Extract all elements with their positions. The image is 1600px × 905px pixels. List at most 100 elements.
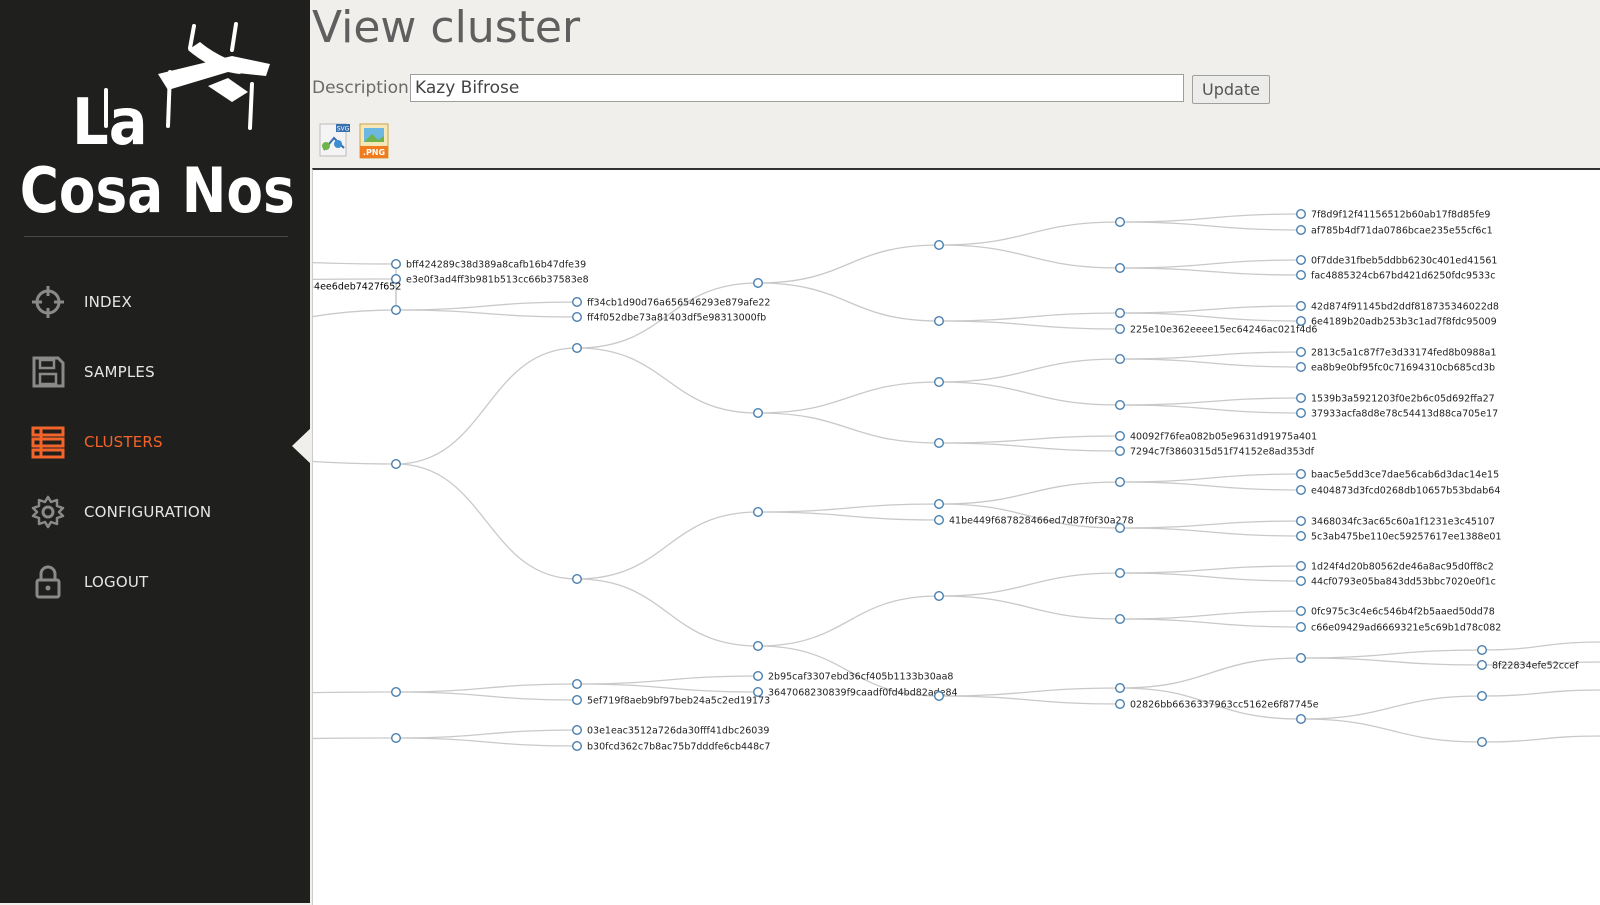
tree-branch-node[interactable] [753, 407, 764, 418]
tree-node-circle[interactable] [934, 499, 945, 510]
tree-node-circle[interactable] [572, 695, 583, 706]
tree-node-circle[interactable] [1115, 353, 1126, 364]
tree-node-circle[interactable] [934, 376, 945, 387]
tree-leaf-node[interactable]: 1539b3a5921203f0e2b6c05d692ffa27 [1296, 392, 1495, 405]
tree-node-circle[interactable] [934, 438, 945, 449]
tree-node-circle[interactable] [1115, 323, 1126, 334]
tree-leaf-node[interactable]: e404873d3fcd0268db10657b53bdab64 [1296, 485, 1501, 497]
tree-branch-node[interactable] [1115, 614, 1126, 625]
tree-leaf-node[interactable]: c66e09429ad6669321e5c69b1d78c082 [1296, 622, 1502, 634]
tree-leaf-node[interactable]: 7294c7f3860315d51f74152e8ad353df [1115, 446, 1315, 458]
tree-branch-node[interactable] [934, 591, 945, 602]
tree-node-circle[interactable] [390, 304, 401, 315]
tree-branch-node[interactable] [390, 459, 401, 470]
description-input[interactable] [410, 74, 1184, 102]
nav-item-index[interactable]: INDEX [0, 272, 310, 332]
tree-leaf-node[interactable]: 2b95caf3307ebd36cf405b1133b30aa8 [753, 671, 954, 683]
tree-node-circle[interactable] [753, 407, 764, 418]
tree-node-circle[interactable] [753, 507, 764, 518]
tree-node-circle[interactable] [1296, 392, 1307, 403]
tree-node-circle[interactable] [1296, 300, 1307, 311]
tree-node-circle[interactable] [572, 296, 583, 307]
tree-branch-node[interactable] [572, 679, 583, 690]
tree-node-circle[interactable] [1115, 431, 1126, 442]
tree-branch-node[interactable] [1115, 307, 1126, 318]
tree-node-circle[interactable] [1296, 361, 1307, 372]
tree-leaf-node[interactable]: 5c3ab475be110ec59257617ee1388e01 [1296, 531, 1502, 543]
tree-node-circle[interactable] [934, 515, 945, 526]
tree-branch-node[interactable] [572, 342, 583, 353]
tree-node-circle[interactable] [1476, 737, 1487, 748]
tree-node-circle[interactable] [390, 258, 401, 269]
tree-node-circle[interactable] [1476, 645, 1487, 656]
tree-node-circle[interactable] [753, 687, 764, 698]
svg-export-icon[interactable]: SVG [316, 122, 352, 160]
tree-node-circle[interactable] [753, 641, 764, 652]
tree-leaf-node[interactable]: 41be449f687828466ed7d87f0f30a278 [934, 515, 1134, 527]
tree-leaf-node[interactable]: fac4885324cb67bd421d6250fdc9533c [1296, 269, 1496, 282]
tree-leaf-node[interactable]: b30fcd362c7b8ac75b7dddfe6cb448c7 [572, 741, 771, 753]
tree-node-circle[interactable] [572, 311, 583, 322]
tree-node-circle[interactable] [1115, 477, 1126, 488]
tree-branch-node[interactable] [1115, 262, 1126, 273]
tree-leaf-node[interactable]: e3e0f3ad4ff3b981b513cc66b37583e8 [390, 273, 589, 286]
tree-branch-node[interactable] [390, 687, 401, 698]
tree-leaf-node[interactable]: ff34cb1d90d76a656546293e879afe22 [572, 296, 771, 309]
tree-node-circle[interactable] [1115, 699, 1126, 710]
tree-node-circle[interactable] [572, 574, 583, 585]
tree-leaf-node[interactable]: af785b4df71da0786bcae235e55cf6c1 [1296, 225, 1493, 237]
tree-node-circle[interactable] [1296, 407, 1307, 418]
tree-node-circle[interactable] [572, 741, 583, 752]
tree-branch-node[interactable] [1296, 714, 1307, 725]
tree-node-circle[interactable] [1296, 346, 1307, 357]
tree-branch-node[interactable] [1115, 353, 1126, 364]
tree-leaf-node[interactable]: 5ef719f8aeb9bf97beb24a5c2ed19173 [572, 695, 770, 707]
tree-node-circle[interactable] [1115, 399, 1126, 410]
tree-node-circle[interactable] [572, 725, 583, 736]
tree-branch-node[interactable] [934, 499, 945, 510]
tree-node-circle[interactable] [390, 687, 401, 698]
tree-node-circle[interactable] [1296, 315, 1307, 326]
nav-item-clusters[interactable]: CLUSTERS [0, 412, 310, 472]
nav-item-configuration[interactable]: CONFIGURATION [0, 482, 310, 542]
nav-item-samples[interactable]: SAMPLES [0, 342, 310, 402]
tree-leaf-node[interactable]: 8f22834efe52ccef [1476, 660, 1579, 672]
tree-branch-node[interactable] [390, 733, 401, 744]
tree-node-circle[interactable] [390, 733, 401, 744]
tree-leaf-node[interactable]: 2813c5a1c87f7e3d33174fed8b0988a1 [1296, 346, 1497, 359]
tree-node-circle[interactable] [390, 459, 401, 470]
tree-leaf-node[interactable]: 0f7dde31fbeb5ddbb6230c401ed41561 [1296, 254, 1498, 267]
tree-node-circle[interactable] [1115, 217, 1126, 228]
tree-branch-node[interactable] [1296, 653, 1307, 664]
tree-branch-node[interactable] [1115, 683, 1126, 694]
tree-leaf-node[interactable]: 3468034fc3ac65c60a1f1231e3c45107 [1296, 516, 1495, 528]
tree-node-circle[interactable] [1296, 225, 1307, 236]
tree-leaf-node[interactable]: bff424289c38d389a8cafb16b47dfe39 [390, 258, 586, 271]
tree-branch-node[interactable] [1476, 691, 1487, 702]
tree-node-circle[interactable] [1296, 576, 1307, 587]
tree-node-circle[interactable] [1296, 469, 1307, 480]
tree-branch-node[interactable] [1115, 399, 1126, 410]
tree-node-circle[interactable] [1115, 262, 1126, 273]
tree-branch-node[interactable] [1115, 477, 1126, 488]
tree-node-circle[interactable] [1296, 485, 1307, 496]
tree-leaf-node[interactable]: 37933acfa8d8e78c54413d88ca705e17 [1296, 407, 1498, 420]
tree-node-circle[interactable] [1296, 531, 1307, 542]
tree-branch-node[interactable] [934, 315, 945, 326]
tree-branch-node[interactable] [934, 376, 945, 387]
tree-branch-node[interactable] [1476, 645, 1487, 656]
tree-branch-node[interactable] [753, 641, 764, 652]
tree-branch-node[interactable] [934, 239, 945, 250]
tree-node-circle[interactable] [390, 273, 401, 284]
tree-branch-node[interactable] [934, 438, 945, 449]
tree-leaf-node[interactable]: 42d874f91145bd2ddf818735346022d8 [1296, 300, 1499, 313]
tree-branch-node[interactable] [390, 304, 401, 315]
tree-node-circle[interactable] [1115, 683, 1126, 694]
tree-node-circle[interactable] [934, 591, 945, 602]
tree-node-circle[interactable] [1296, 269, 1307, 280]
tree-leaf-node[interactable]: ff4f052dbe73a81403df5e98313000fb [572, 311, 766, 324]
update-button[interactable]: Update [1192, 75, 1270, 104]
tree-leaf-node[interactable]: 02826bb6636337963cc5162e6f87745e [1115, 699, 1319, 711]
tree-node-circle[interactable] [934, 691, 945, 702]
tree-node-circle[interactable] [753, 671, 764, 682]
